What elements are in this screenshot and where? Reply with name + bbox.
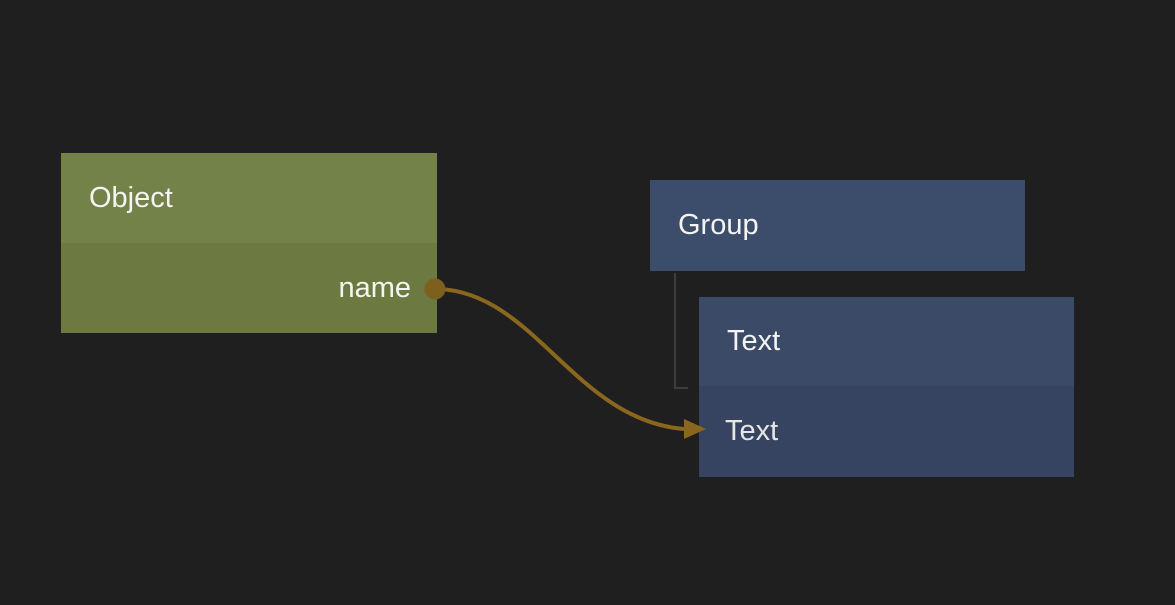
node-object[interactable]: Object name (61, 153, 437, 333)
connection-edge[interactable] (438, 287, 685, 431)
node-object-field-name[interactable]: name (61, 243, 437, 333)
output-port-dot[interactable] (424, 278, 446, 300)
node-object-title: Object (89, 181, 173, 214)
group-child-tree-connector-line (674, 273, 688, 389)
node-group-title: Group (678, 209, 759, 241)
node-group[interactable]: Group (650, 180, 1025, 271)
node-text-field[interactable]: Text (699, 386, 1074, 477)
edge-arrowhead-icon[interactable] (684, 419, 706, 439)
node-text[interactable]: Text Text (699, 297, 1074, 477)
node-text-title: Text (727, 325, 781, 357)
node-object-field-label: name (338, 271, 411, 304)
node-text-field-label: Text (725, 415, 779, 447)
node-object-header[interactable]: Object (61, 153, 437, 243)
node-group-header[interactable]: Group (650, 180, 1025, 271)
node-text-header[interactable]: Text (699, 297, 1074, 386)
